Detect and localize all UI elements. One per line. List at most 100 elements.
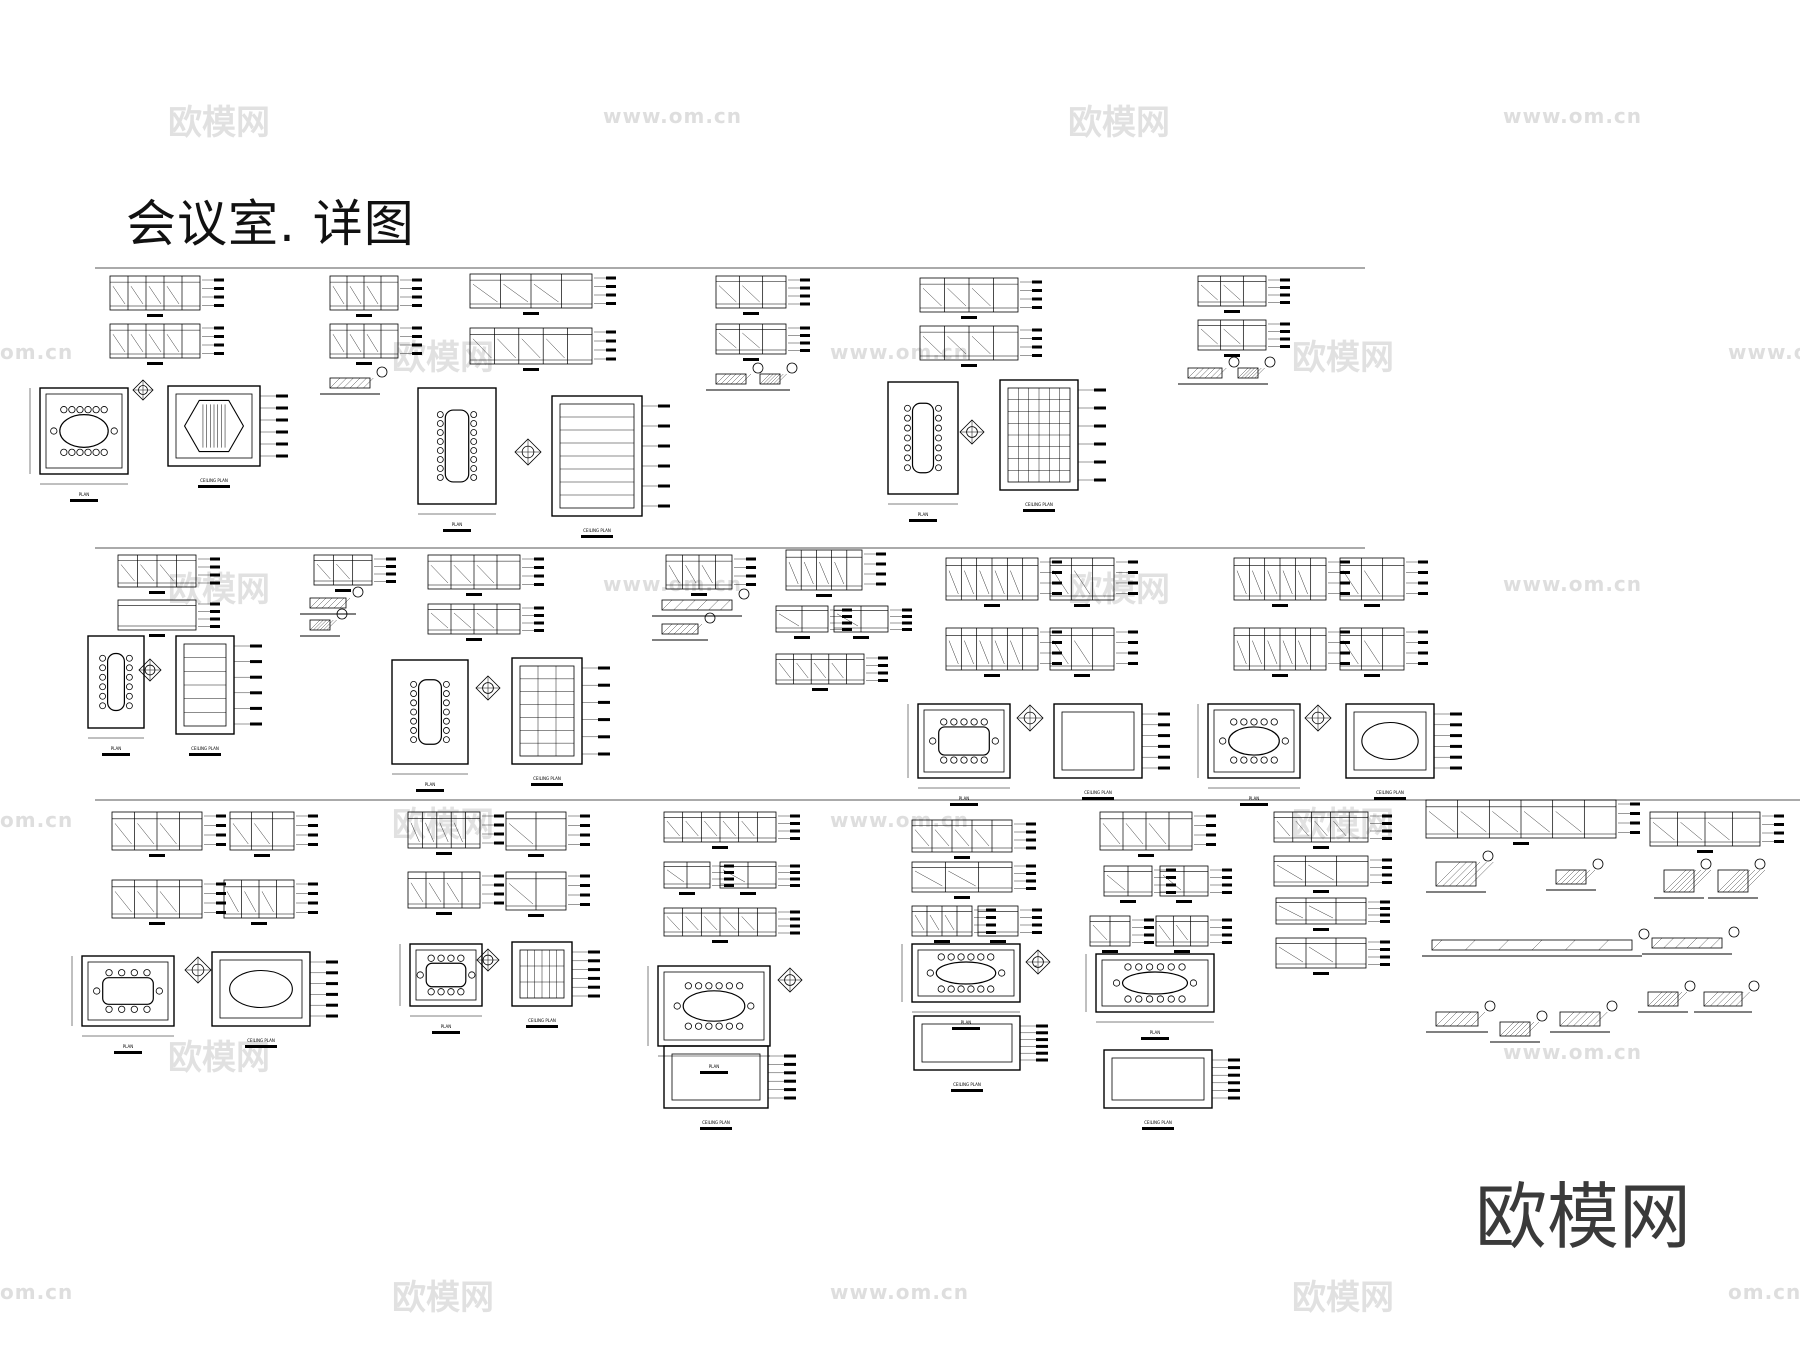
elevation-drawing (407, 871, 504, 915)
elevation-drawing (1103, 865, 1176, 903)
elevation-drawing (1155, 915, 1232, 953)
section-detail (1546, 858, 1604, 891)
elevation-drawing (663, 861, 734, 895)
section-detail (1694, 980, 1760, 1013)
section-detail (1638, 980, 1696, 1013)
floor-plan: PLAN (1197, 703, 1301, 806)
elevation-drawing (1089, 915, 1154, 953)
elevation-drawing (945, 557, 1062, 607)
floor-plan: PLAN (907, 703, 1011, 806)
elevation-drawing (919, 325, 1042, 367)
elevation-drawing (469, 327, 616, 371)
elevation-drawing (329, 323, 422, 365)
elevation-drawing (1099, 811, 1216, 857)
elevation-drawing (665, 554, 756, 596)
ceiling-plan-label: CEILING PLAN (702, 1120, 730, 1125)
section-detail (1654, 858, 1712, 899)
section-detail (1642, 926, 1740, 955)
elevation-drawing (229, 811, 318, 857)
elevation-drawing (427, 603, 544, 641)
elevation-drawing (663, 811, 800, 849)
elevation-drawing (111, 811, 226, 857)
elevation-drawing (1649, 811, 1784, 853)
plan-label: PLAN (123, 1044, 133, 1049)
elevation-drawing (1049, 557, 1138, 607)
elevation-drawing (977, 905, 1042, 943)
elevation-drawing (469, 273, 616, 315)
north-arrow-symbol (138, 658, 162, 682)
elevation-drawing (505, 871, 590, 917)
floor-plan: PLAN (399, 943, 483, 1034)
ceiling-plan-label: CEILING PLAN (1376, 790, 1404, 795)
plan-label: PLAN (425, 782, 435, 787)
section-detail (300, 608, 348, 637)
ceiling-plan: CEILING PLAN (1053, 703, 1170, 800)
plan-label: PLAN (961, 1020, 971, 1025)
elevation-drawing (109, 275, 224, 317)
ceiling-plan-label: CEILING PLAN (1025, 502, 1053, 507)
elevation-drawing (1339, 557, 1428, 607)
ceiling-plan: CEILING PLAN (511, 657, 610, 786)
floor-plan: PLAN (29, 387, 129, 502)
elevation-drawing (1233, 557, 1350, 607)
north-arrow-symbol (476, 948, 500, 972)
floor-plan: PLAN (391, 659, 469, 792)
north-arrow-symbol (475, 675, 501, 701)
section-detail (1490, 1010, 1548, 1043)
section-detail (750, 362, 798, 391)
plan-label: PLAN (959, 796, 969, 801)
ceiling-plan: CEILING PLAN (211, 951, 338, 1048)
plan-label: PLAN (1150, 1030, 1160, 1035)
north-arrow-symbol (184, 956, 212, 984)
floor-plan: PLAN (71, 955, 175, 1054)
north-arrow-symbol (132, 379, 154, 401)
elevation-drawing (785, 549, 886, 597)
section-detail (1550, 1000, 1618, 1033)
north-arrow-symbol (1304, 704, 1332, 732)
elevation-drawing (1339, 627, 1428, 677)
plan-label: PLAN (441, 1024, 451, 1029)
floor-plan: PLAN (901, 943, 1021, 1030)
north-arrow-symbol (1016, 704, 1044, 732)
ceiling-plan: CEILING PLAN (551, 395, 670, 538)
floor-plan: PLAN (647, 965, 771, 1074)
elevation-drawing (313, 554, 396, 592)
floor-plan: PLAN (1085, 953, 1215, 1040)
elevation-drawing (407, 811, 504, 855)
ceiling-plan: CEILING PLAN (1345, 703, 1462, 800)
section-detail (1426, 850, 1494, 893)
section-detail (300, 586, 364, 615)
elevation-drawing (223, 879, 318, 925)
elevation-drawing (1273, 855, 1392, 893)
ceiling-plan-label: CEILING PLAN (191, 746, 219, 751)
elevation-drawing (775, 605, 852, 639)
elevation-drawing (427, 554, 544, 596)
plan-label: PLAN (79, 492, 89, 497)
ceiling-plan: CEILING PLAN (663, 1045, 796, 1130)
floor-plan: PLAN (887, 381, 959, 522)
elevation-drawing (1273, 811, 1392, 849)
ceiling-plan: CEILING PLAN (511, 941, 600, 1028)
page-title: 会议室. 详图 (126, 195, 415, 253)
plan-label: PLAN (1249, 796, 1259, 801)
section-detail (1178, 356, 1240, 385)
elevation-drawing (1197, 275, 1290, 313)
elevation-drawing (715, 323, 810, 361)
elevation-drawing (663, 907, 800, 943)
section-detail (1426, 1000, 1496, 1033)
elevation-drawing (1425, 799, 1640, 845)
ceiling-plan-label: CEILING PLAN (1144, 1120, 1172, 1125)
elevation-drawing (919, 277, 1042, 319)
section-detail (1228, 356, 1276, 385)
elevation-drawing (1233, 627, 1350, 677)
elevation-drawing (117, 599, 220, 637)
ceiling-plan-label: CEILING PLAN (953, 1082, 981, 1087)
ceiling-plan-label: CEILING PLAN (1084, 790, 1112, 795)
ceiling-plan-label: CEILING PLAN (528, 1018, 556, 1023)
section-detail (1708, 858, 1766, 899)
ceiling-plan-label: CEILING PLAN (247, 1038, 275, 1043)
ceiling-plan-label: CEILING PLAN (583, 528, 611, 533)
elevation-drawing (1275, 937, 1390, 975)
elevation-drawing (911, 819, 1036, 859)
